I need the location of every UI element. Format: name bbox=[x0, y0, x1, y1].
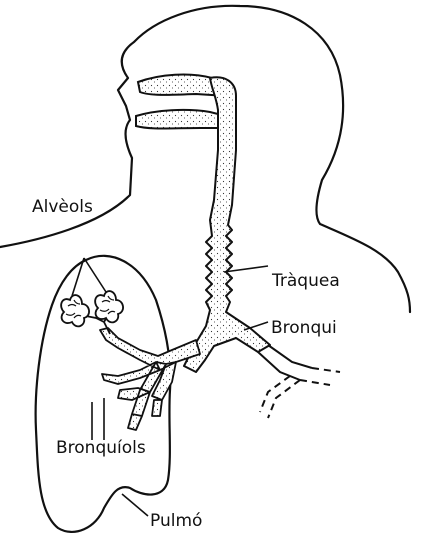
alveoli-cluster-left bbox=[61, 295, 89, 326]
right-bronchus bbox=[258, 345, 312, 380]
bronquiols-pointer bbox=[92, 398, 104, 440]
pulmo-pointer bbox=[122, 494, 148, 516]
label-bronquiols: Bronquíols bbox=[56, 440, 146, 457]
alveols-pointer bbox=[72, 258, 106, 296]
bronchial-tree bbox=[100, 328, 200, 430]
label-bronqui: Bronqui bbox=[271, 320, 337, 337]
alveoli-cluster-right bbox=[95, 291, 123, 322]
label-alveols: Alvèols bbox=[32, 199, 93, 216]
oral-cavity bbox=[136, 110, 228, 129]
body-outline bbox=[0, 6, 410, 312]
label-pulmo: Pulmó bbox=[150, 513, 202, 530]
right-bronchus-dashed bbox=[260, 368, 340, 418]
label-traquea: Tràquea bbox=[272, 273, 340, 290]
